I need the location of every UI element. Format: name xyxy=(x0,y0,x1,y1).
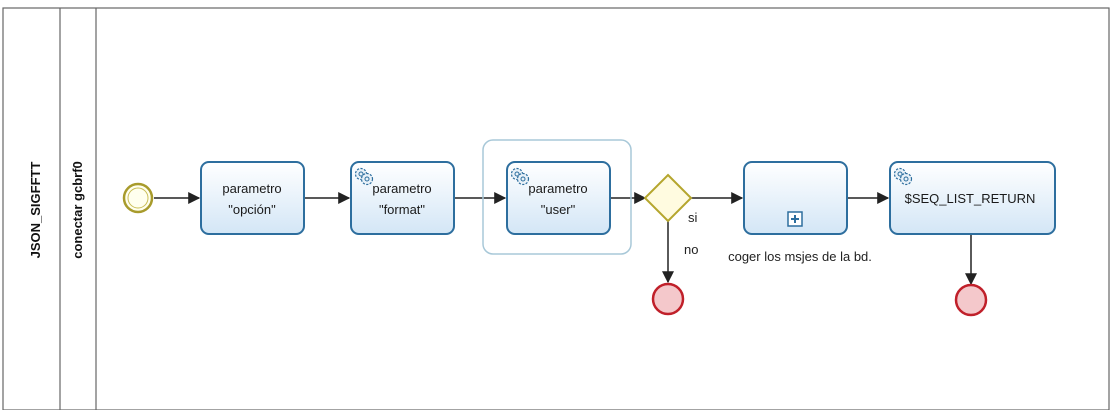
subprocess-label: coger los msjes de la bd. xyxy=(728,249,872,264)
expand-plus-icon[interactable] xyxy=(787,211,803,227)
service-task-parametro-format[interactable]: parametro "format" xyxy=(350,161,455,235)
start-event[interactable] xyxy=(122,182,154,214)
selection-highlight xyxy=(482,139,632,255)
task-label-line2: "format" xyxy=(379,202,425,217)
task-label-line1: parametro xyxy=(528,181,587,196)
gateway-yes-label: si xyxy=(688,210,698,225)
task-parametro-opcion[interactable]: parametro "opción" xyxy=(200,161,305,235)
pool[interactable]: JSON_SIGFFTT conectar gcbrf0 xyxy=(2,7,1110,410)
sequence-flows xyxy=(154,192,977,286)
exclusive-gateway[interactable] xyxy=(643,173,693,223)
service-task-parametro-user[interactable]: parametro "user" xyxy=(482,139,632,255)
service-task-seq-list-return[interactable]: $SEQ_LIST_RETURN xyxy=(889,161,1056,235)
pool-border xyxy=(2,7,1110,410)
task-label-line1: parametro xyxy=(222,181,281,196)
subprocess-coger-mensajes[interactable] xyxy=(743,161,848,235)
end-event-final[interactable] xyxy=(954,283,988,317)
lane-label: conectar gcbrf0 xyxy=(70,161,85,259)
gateway-no-label: no xyxy=(684,242,698,257)
task-label-line1: parametro xyxy=(372,181,431,196)
task-label-line2: "user" xyxy=(541,202,576,217)
task-label: $SEQ_LIST_RETURN xyxy=(905,191,1036,206)
task-label-line2: "opción" xyxy=(228,202,276,217)
end-event-no[interactable] xyxy=(651,282,685,316)
pool-label: JSON_SIGFFTT xyxy=(28,162,43,259)
